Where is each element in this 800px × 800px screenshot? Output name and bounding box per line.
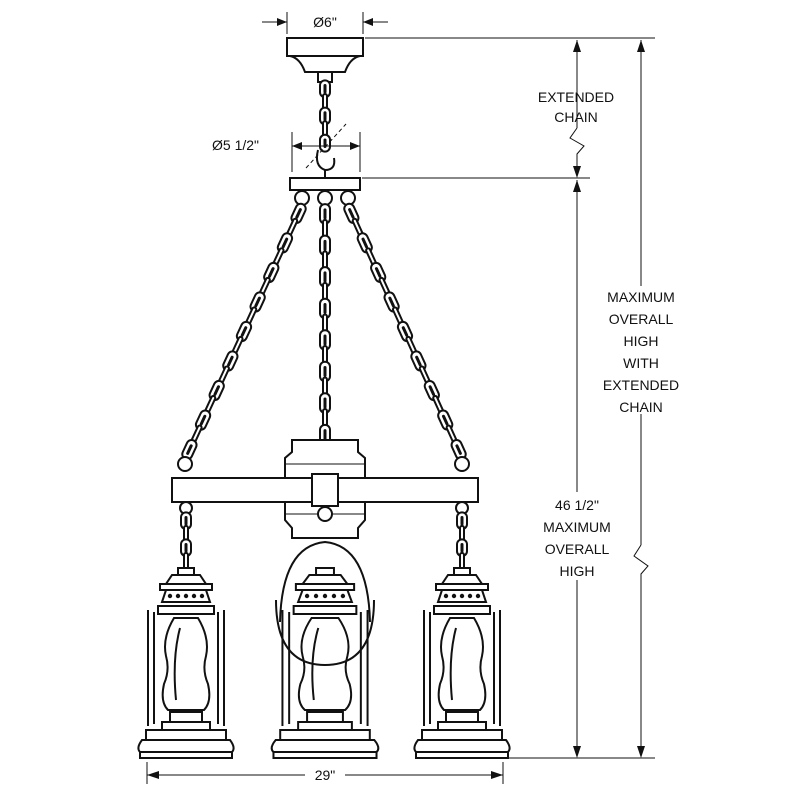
max-chain-label-5: EXTENDED — [603, 377, 679, 393]
width-dimension: 29" — [146, 762, 504, 784]
chain-link — [456, 538, 468, 558]
max-chain-label-6: CHAIN — [619, 399, 663, 415]
max-chain-label-2: OVERALL — [609, 311, 674, 327]
extended-chain-dimension: EXTENDED CHAIN — [538, 40, 614, 178]
cross-bar — [171, 456, 479, 522]
chain-link — [319, 203, 331, 225]
max-chain-label-1: MAXIMUM — [607, 289, 675, 305]
canopy-diameter-label: Ø6" — [313, 14, 337, 30]
max-chain-label-4: WITH — [623, 355, 659, 371]
canopy-chain — [319, 79, 331, 153]
right-support-chain — [343, 202, 467, 461]
chain-link — [319, 360, 331, 383]
center-support-chain — [319, 203, 331, 477]
lantern-left — [137, 567, 235, 759]
top-plate — [289, 177, 361, 206]
extended-chain-label-1: EXTENDED — [538, 89, 614, 105]
swivel-diameter-dimension: Ø5 1/2" — [212, 123, 361, 172]
lantern-center — [270, 567, 380, 759]
center-lantern-bail-front — [275, 599, 375, 667]
canopy-diameter-dimension: Ø6" — [262, 12, 388, 34]
max-overall-label-3: OVERALL — [545, 541, 610, 557]
max-overall-height-dimension: 46 1/2" MAXIMUM OVERALL HIGH — [530, 180, 624, 758]
chain-link — [319, 133, 331, 153]
width-label: 29" — [315, 767, 336, 783]
max-overall-label-4: HIGH — [560, 563, 595, 579]
ceiling-canopy — [286, 37, 364, 83]
right-lantern-chain — [456, 511, 468, 571]
center-lantern-bail — [279, 540, 371, 623]
extended-chain-label-2: CHAIN — [554, 109, 598, 125]
left-support-chain — [181, 202, 307, 461]
left-lantern-chain — [180, 511, 192, 571]
lantern-right — [413, 567, 511, 759]
swivel-diameter-label: Ø5 1/2" — [212, 137, 259, 153]
max-overall-label-1: 46 1/2" — [555, 497, 599, 513]
max-height-with-chain-dimension: MAXIMUM OVERALL HIGH WITH EXTENDED CHAIN — [594, 40, 690, 758]
max-overall-label-2: MAXIMUM — [543, 519, 611, 535]
max-chain-label-3: HIGH — [624, 333, 659, 349]
chain-link — [319, 106, 331, 126]
swivel-hook — [315, 149, 336, 180]
